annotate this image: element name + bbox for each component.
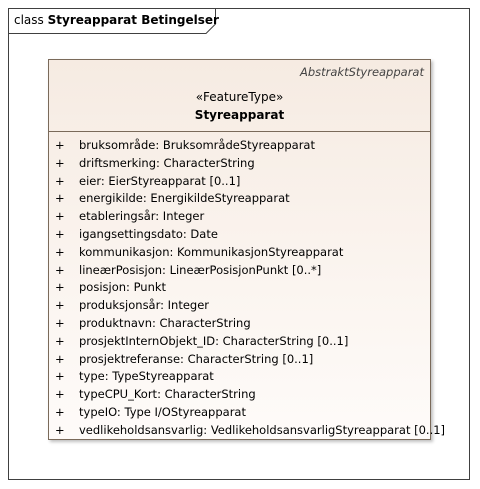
attribute-row[interactable]: + vedlikeholdsansvarlig: Vedlikeholdsansv…: [49, 422, 445, 441]
attribute-row[interactable]: + typeIO: Type I/OStyreapparat: [49, 405, 430, 423]
attribute-text: typeCPU_Kort: CharacterString: [79, 387, 256, 402]
attribute-visibility: +: [55, 422, 65, 437]
class-name: Styreapparat: [194, 108, 285, 122]
attribute-text: driftsmerking: CharacterString: [79, 155, 255, 170]
attribute-row[interactable]: + type: TypeStyreapparat: [49, 369, 430, 387]
attribute-row[interactable]: + etableringsår: Integer: [49, 209, 430, 227]
attribute-row[interactable]: + kommunikasjon: KommunikasjonStyreappara…: [49, 245, 430, 263]
attribute-list: + bruksområde: BruksområdeStyreapparat + dr…: [49, 138, 445, 441]
attribute-visibility: +: [55, 155, 65, 170]
attribute-text: etableringsår: Integer: [79, 209, 205, 224]
attribute-visibility: +: [55, 280, 65, 295]
attribute-row[interactable]: + bruksområde: BruksområdeStyreapparat: [49, 138, 430, 156]
attribute-row[interactable]: + typeCPU_Kort: CharacterString: [49, 387, 430, 405]
frame-tab-outline: [8, 8, 216, 34]
attribute-text: igangsettingsdato: Date: [79, 226, 218, 241]
parent-class-name: AbstraktStyreapparat: [299, 65, 424, 79]
frame-title: class Styreapparat Betingelser: [14, 13, 219, 27]
attribute-row[interactable]: + produktnavn: CharacterString: [49, 316, 430, 334]
attribute-row[interactable]: + lineærPosisjon: LineærPosisjonPunkt [0.…: [49, 263, 430, 281]
class-stereotype: «FeatureType»: [195, 90, 284, 104]
attribute-text: prosjektInternObjekt_ID: CharacterString…: [79, 333, 349, 348]
attribute-visibility: +: [55, 369, 65, 384]
attribute-row[interactable]: + produksjonsår: Integer: [49, 298, 430, 316]
attribute-visibility: +: [55, 209, 65, 224]
class-box-styreapparat[interactable]: AbstraktStyreapparat «FeatureType» Styre…: [48, 59, 445, 441]
attribute-visibility: +: [55, 173, 65, 188]
attribute-row[interactable]: + prosjektInternObjekt_ID: CharacterStrin…: [49, 334, 430, 352]
attribute-visibility: +: [55, 298, 65, 313]
attribute-visibility: +: [55, 226, 65, 241]
attribute-row[interactable]: + igangsettingsdato: Date: [49, 227, 430, 245]
attribute-row[interactable]: + energikilde: EnergikildeStyreapparat: [49, 191, 430, 209]
attribute-visibility: +: [55, 262, 65, 277]
attribute-text: kommunikasjon: KommunikasjonStyreapparat: [79, 244, 344, 259]
attribute-text: prosjektreferanse: CharacterString [0..1…: [79, 351, 314, 366]
class-header: AbstraktStyreapparat «FeatureType» Styre…: [49, 60, 430, 132]
attribute-text: energikilde: EnergikildeStyreapparat: [79, 191, 290, 206]
attribute-text: produksjonsår: Integer: [79, 298, 210, 313]
frame-kind: class: [14, 13, 44, 27]
attribute-text: vedlikeholdsansvarlig: Vedlikeholdsansva…: [79, 422, 446, 437]
attribute-row[interactable]: + prosjektreferanse: CharacterString [0..…: [49, 352, 430, 370]
attribute-text: posisjon: Punkt: [79, 280, 167, 295]
attribute-row[interactable]: + eier: EierStyreapparat [0..1]: [49, 174, 430, 192]
attribute-visibility: +: [55, 244, 65, 259]
attribute-visibility: +: [55, 387, 65, 402]
attribute-text: type: TypeStyreapparat: [79, 369, 214, 384]
attribute-row[interactable]: + driftsmerking: CharacterString: [49, 156, 430, 174]
attribute-visibility: +: [55, 315, 65, 330]
attribute-text: produktnavn: CharacterString: [79, 315, 251, 330]
attribute-text: bruksområde: BruksområdeStyreapparat: [79, 138, 315, 152]
attribute-text: lineærPosisjon: LineærPosisjonPunkt [0..…: [79, 262, 322, 277]
diagram-frame-tab: class Styreapparat Betingelser: [8, 8, 219, 34]
attribute-text: typeIO: Type I/OStyreapparat: [79, 404, 246, 419]
attribute-visibility: +: [55, 191, 65, 206]
attribute-visibility: +: [55, 138, 65, 152]
attribute-visibility: +: [55, 333, 65, 348]
attribute-visibility: +: [55, 351, 65, 366]
attribute-text: eier: EierStyreapparat [0..1]: [79, 173, 241, 188]
attribute-row[interactable]: + posisjon: Punkt: [49, 280, 430, 298]
attribute-visibility: +: [55, 404, 65, 419]
frame-name: Styreapparat Betingelser: [47, 13, 219, 27]
